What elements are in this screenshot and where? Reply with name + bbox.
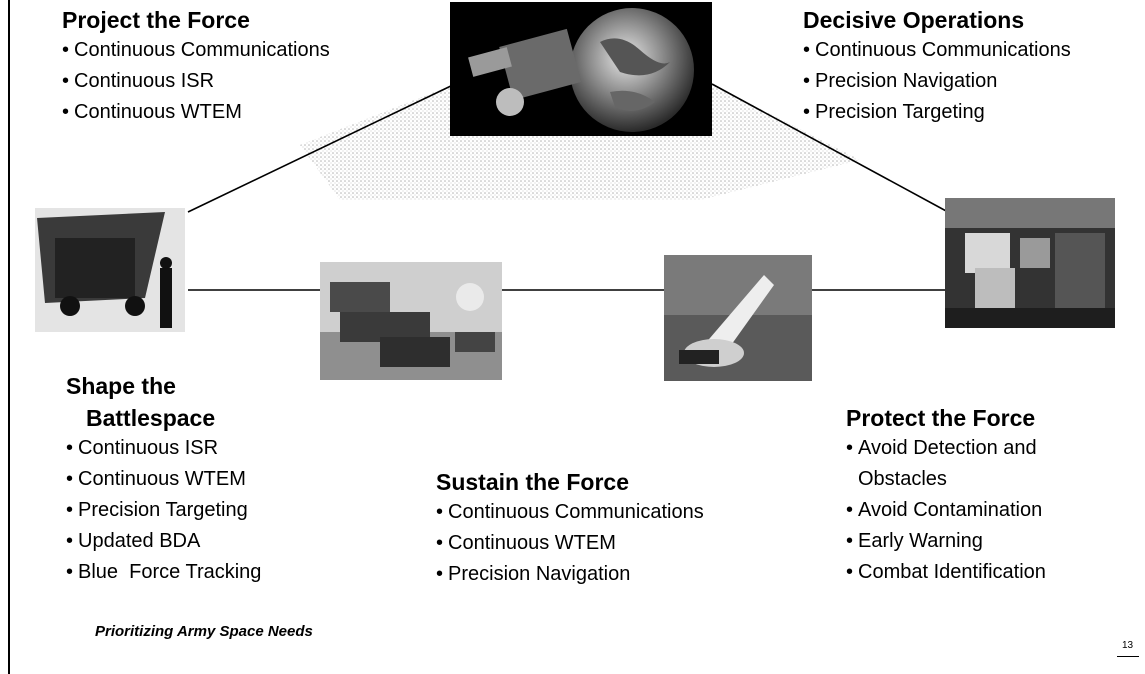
- list-item-continuation: Obstacles: [858, 468, 947, 490]
- truck-photo-icon: [35, 208, 185, 332]
- missile-photo-icon: [664, 255, 812, 381]
- decisive-operations-block: Decisive Operations Continuous Communica…: [803, 6, 1071, 128]
- page-number-rule: [1117, 656, 1139, 657]
- list-item: Continuous Communications: [803, 35, 1071, 66]
- sustain-the-force-title: Sustain the Force: [436, 469, 629, 495]
- list-item: Avoid Detection and: [846, 433, 1046, 464]
- list-item: Continuous WTEM: [66, 464, 261, 495]
- list-item: Early Warning: [846, 526, 1046, 557]
- list-item: Precision Navigation: [436, 559, 704, 590]
- list-item: Combat Identification: [846, 557, 1046, 588]
- project-the-force-list: Continuous Communications Continuous ISR…: [62, 35, 330, 128]
- list-item: Continuous ISR: [66, 433, 261, 464]
- page-number: 13: [1122, 640, 1134, 651]
- sustain-the-force-block: Sustain the Force Continuous Communicati…: [436, 468, 704, 590]
- list-item: Continuous Communications: [62, 35, 330, 66]
- globe-photo-icon: [450, 2, 712, 136]
- shape-the-battlespace-list: Continuous ISR Continuous WTEM Precision…: [66, 433, 261, 588]
- list-item: Updated BDA: [66, 526, 261, 557]
- stippled-area: [300, 84, 860, 200]
- decisive-operations-list: Continuous Communications Precision Navi…: [803, 35, 1071, 128]
- project-the-force-title: Project the Force: [62, 7, 250, 33]
- shape-the-battlespace-title-line1: Shape the: [66, 373, 176, 399]
- protect-the-force-title: Protect the Force: [846, 405, 1036, 431]
- sustain-the-force-list: Continuous Communications Continuous WTE…: [436, 497, 704, 590]
- list-item: Continuous ISR: [62, 66, 330, 97]
- list-item: Avoid Contamination: [846, 495, 1046, 526]
- list-item: Precision Targeting: [803, 97, 1071, 128]
- list-item: Precision Targeting: [66, 495, 261, 526]
- protect-the-force-block: Protect the Force Avoid Detection and Ob…: [846, 404, 1046, 588]
- tanks-photo-icon: [320, 262, 502, 380]
- list-item: Precision Navigation: [803, 66, 1071, 97]
- list-item: Blue Force Tracking: [66, 557, 261, 588]
- slide-caption: Prioritizing Army Space Needs: [95, 623, 313, 640]
- line-left-up: [187, 83, 456, 213]
- control-room-photo-icon: [945, 198, 1115, 328]
- protect-the-force-list: Avoid Detection and Obstacles Avoid Cont…: [846, 433, 1046, 588]
- left-border-rule: [8, 0, 10, 674]
- shape-the-battlespace-title-line2: Battlespace: [86, 405, 216, 431]
- decisive-operations-title: Decisive Operations: [803, 7, 1025, 33]
- line-right-down: [711, 83, 949, 213]
- list-item: Continuous WTEM: [62, 97, 330, 128]
- list-item: Continuous Communications: [436, 497, 704, 528]
- shape-the-battlespace-block: Shape the Battlespace Continuous ISR Con…: [66, 372, 261, 588]
- list-item: Continuous WTEM: [436, 528, 704, 559]
- project-the-force-block: Project the Force Continuous Communicati…: [62, 6, 330, 128]
